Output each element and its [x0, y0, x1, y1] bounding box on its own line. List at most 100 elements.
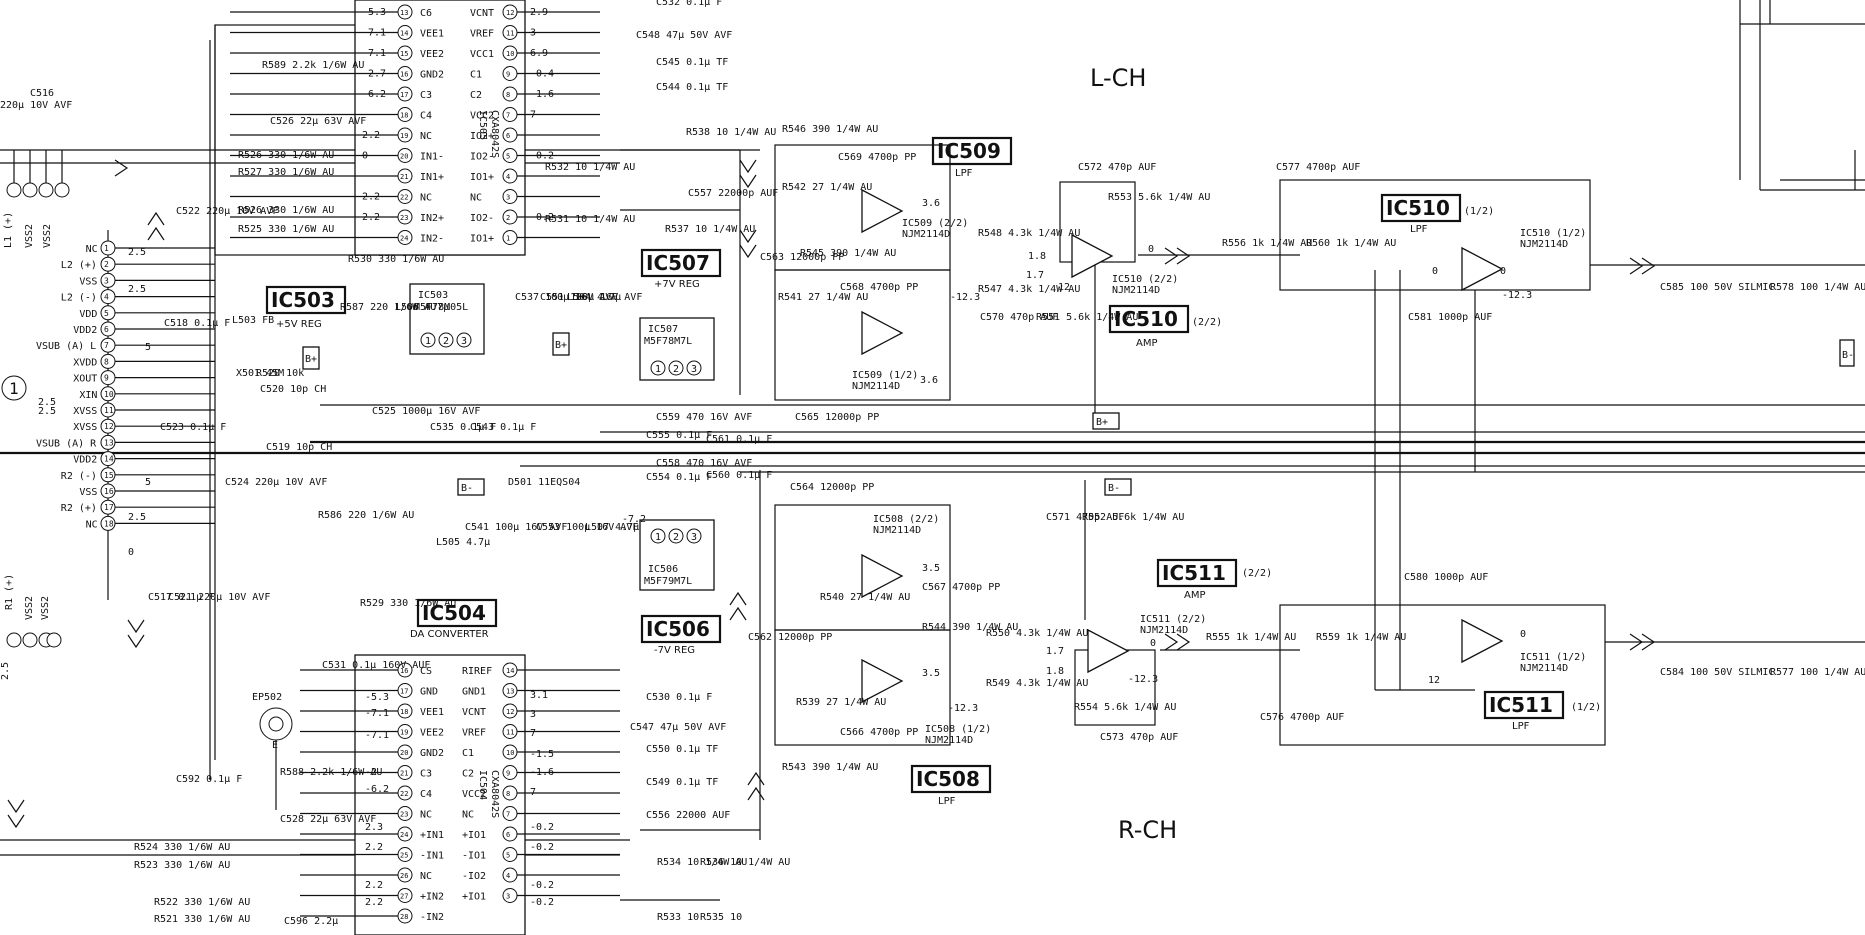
ic504-pin-name: RIREF	[462, 666, 492, 677]
svg-text:IC510 (2/2): IC510 (2/2)	[1112, 274, 1178, 285]
ic505-pin-number: 10	[506, 50, 514, 58]
ic504-voltage: 3	[530, 709, 536, 720]
component-label: R531 10 1/4W AU	[545, 214, 635, 225]
ic505-pin-number: 12	[506, 9, 514, 17]
left-pin-name: VDD2	[73, 455, 97, 466]
svg-text:+5V REG: +5V REG	[276, 319, 322, 330]
power-tags: B+ B+ B+ B- B- B-	[302, 332, 1855, 496]
ic504-pin-name: +IN2	[420, 892, 444, 903]
component-label: R578 100 1/4W AU	[1770, 282, 1865, 293]
component-label: C563 12000p PP	[760, 252, 844, 263]
component-label: C544 0.1µ TF	[656, 82, 728, 93]
ic504-pin-number: 12	[506, 708, 514, 716]
component-label: C559 470 16V AVF	[656, 412, 752, 423]
component-label: C564 12000p PP	[790, 482, 874, 493]
ic511-lpf-title: IC511	[1489, 693, 1553, 717]
left-pin-name: L2 (-)	[61, 293, 97, 304]
ic505-pin-number: 24	[400, 235, 408, 243]
svg-text:IC509 (2/2): IC509 (2/2)	[902, 218, 968, 229]
opamp-voltage: 12	[1058, 282, 1070, 293]
component-label: L505 4.7µ	[436, 537, 490, 548]
bottom-left-pins: R1 (+) VSS2 VSS2 2.5	[0, 574, 62, 680]
component-label: C573 470p AUF	[1100, 732, 1178, 743]
ic504-pin-number: 8	[506, 790, 510, 798]
ic504-voltage: -0.2	[530, 842, 554, 853]
component-label: R550 4.3k 1/4W AU	[986, 628, 1088, 639]
svg-text:NJM2114D: NJM2114D	[873, 525, 921, 536]
component-label: C569 4700p PP	[838, 152, 916, 163]
svg-text:E: E	[272, 740, 278, 751]
component-label: C558 470 16V AVF	[656, 458, 752, 469]
ic506-title: IC506	[646, 617, 710, 641]
ic504-pin-name: -IO2	[462, 871, 486, 882]
component-label: R533 10	[657, 912, 699, 923]
svg-text:IC508 (2/2): IC508 (2/2)	[873, 514, 939, 525]
svg-text:B-: B-	[461, 483, 473, 494]
ic505-pin-name: IO1+	[470, 172, 494, 183]
ic509-title: IC509	[937, 139, 1001, 163]
left-pin-number: 15	[104, 471, 114, 480]
component-label: R530 330 1/6W AU	[348, 254, 444, 265]
svg-text:LPF: LPF	[1512, 721, 1530, 732]
svg-text:DA CONVERTER: DA CONVERTER	[410, 629, 489, 640]
ic504-pin-name: NC	[420, 871, 432, 882]
component-label: R547 4.3k 1/4W AU	[978, 284, 1080, 295]
ic511-amp-title: IC511	[1162, 561, 1226, 585]
svg-text:1: 1	[655, 364, 661, 375]
ic504-pin-name: C2	[462, 769, 474, 780]
component-label: C528 22µ 63V AVF	[280, 814, 376, 825]
component-label: C532 0.1µ F	[656, 0, 722, 8]
opamp-voltage: 1.8	[1046, 666, 1064, 677]
svg-text:CXA8042S: CXA8042S	[489, 770, 500, 818]
ic505-pin-name: NC	[420, 131, 432, 142]
ic505-pin-name: VEE2	[420, 49, 444, 60]
opamp-voltage: -12.3	[948, 703, 978, 714]
ep502-terminal: EP502 E	[252, 692, 293, 810]
ic505-pin-number: 11	[506, 30, 514, 38]
ic505-pin-number: 6	[506, 132, 510, 140]
left-pin-voltage: 2.5	[38, 406, 56, 417]
ic504-pin-number: 13	[506, 688, 514, 696]
component-label: R551 5.6k 1/4W AU	[1036, 312, 1138, 323]
left-pin-number: 3	[104, 276, 109, 285]
ic504-pin-number: 26	[400, 872, 408, 880]
left-pin-name: XVDD	[73, 357, 97, 368]
ic505-pin-number: 22	[400, 194, 408, 202]
ic504-pins: CS16GND17VEE118VEE219GND220C321C422NC23+…	[300, 662, 620, 924]
component-label: C566 4700p PP	[840, 727, 918, 738]
svg-text:(2/2): (2/2)	[1192, 317, 1222, 328]
svg-text:IC504: IC504	[477, 770, 488, 800]
ic506-regulator: 1 2 3 IC506 M5F79M7L	[639, 519, 715, 591]
svg-text:1: 1	[655, 532, 661, 543]
ic503-regulator: IC503 M5F78M05L 1 2 3	[409, 283, 485, 355]
svg-text:AMP: AMP	[1136, 338, 1158, 349]
svg-text:IC508 (1/2): IC508 (1/2)	[925, 724, 991, 735]
ic505-pin-name: IN2-	[420, 234, 444, 245]
component-label: C581 1000p AUF	[1408, 312, 1492, 323]
component-label: C520 10p CH	[260, 384, 326, 395]
opamp-voltage: 0	[1432, 266, 1438, 277]
component-label: R537 10 1/4W AU	[665, 224, 755, 235]
svg-text:B+: B+	[305, 354, 317, 365]
component-label: R545 390 1/4W AU	[800, 248, 896, 259]
ic504-pin-number: 3	[506, 893, 510, 901]
component-label: C526 22µ 63V AVF	[270, 116, 366, 127]
ic505-pin-name: IO2-	[470, 213, 494, 224]
component-label: C519 10p CH	[266, 442, 332, 453]
ic504-pin-number: 4	[506, 872, 510, 880]
ic504-voltage: 2.2	[365, 897, 383, 908]
ic505-pin-name: VEE1	[420, 29, 444, 40]
left-pin-name: VSUB (A) L	[36, 341, 96, 352]
opamp-voltage: 3.5	[922, 668, 940, 679]
component-label: C543 0.1µ F	[470, 422, 536, 433]
component-label: R541 27 1/4W AU	[778, 292, 868, 303]
ic504-pin-number: 11	[506, 729, 514, 737]
ic505-pin-number: 18	[400, 112, 408, 120]
c516-label: C516	[30, 88, 54, 99]
ic504-pin-name: NC	[462, 810, 474, 821]
left-pin-name: VDD2	[73, 325, 97, 336]
right-edge-frame	[1739, 0, 1865, 191]
ic504-pin-name: CS	[420, 666, 432, 677]
ic505-pin-name: IN1+	[420, 172, 444, 183]
